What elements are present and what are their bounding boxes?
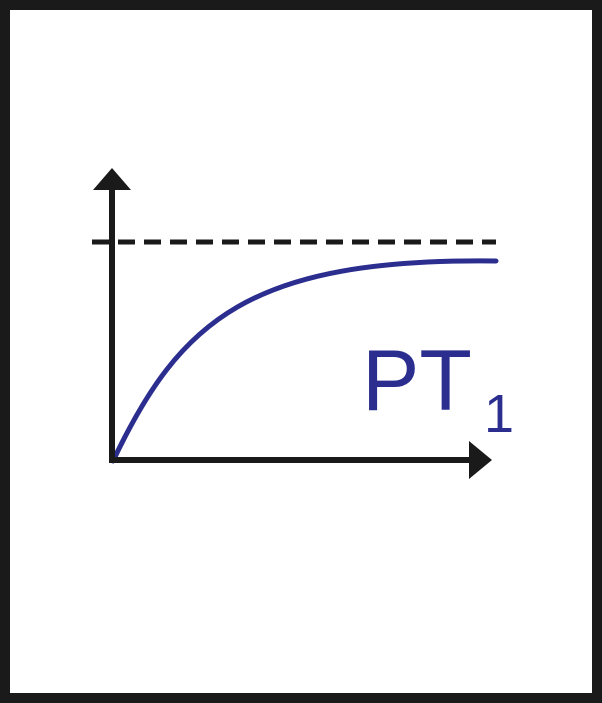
pt-label: PT xyxy=(362,333,472,429)
arrow-up-icon xyxy=(93,168,131,190)
response-curve xyxy=(110,258,499,464)
arrow-right-icon xyxy=(469,441,492,479)
pt-subscript-label: 1 xyxy=(484,384,514,444)
